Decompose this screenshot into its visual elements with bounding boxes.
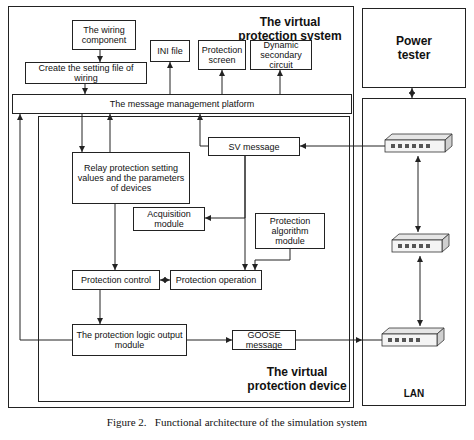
box-label: Power tester	[388, 34, 440, 62]
connector-arrow	[245, 156, 246, 270]
connector-arrow	[20, 114, 72, 340]
box-label: GOOSE message	[235, 330, 293, 350]
connector-arrow	[170, 62, 171, 94]
module-box: Protection algorithm module	[255, 213, 325, 249]
connector-arrow	[222, 70, 223, 94]
box-label: The wiring component	[75, 25, 133, 45]
connector-arrow	[187, 340, 232, 341]
box-label: Create the setting file of wiring	[28, 63, 144, 83]
connector-arrow	[82, 114, 83, 152]
connector-arrow	[200, 114, 208, 146]
module-box: Protection operation	[170, 270, 262, 290]
output-box: Protection screen	[198, 40, 246, 70]
network-area: LAN	[362, 98, 466, 406]
system-boundary: The virtual protection system The wiring …	[8, 6, 354, 408]
connector-arrow	[160, 280, 170, 281]
figure-caption: Figure 2. Functional architecture of the…	[0, 416, 474, 428]
module-box: Acquisition module	[133, 207, 205, 231]
equipment-box: Power tester	[362, 8, 466, 88]
module-box: The protection logic output module	[72, 324, 187, 356]
box-label: Protection operation	[176, 275, 257, 285]
box-label: The protection logic output module	[75, 330, 184, 350]
box-label: Protection control	[81, 275, 151, 285]
box-label: Protection screen	[201, 45, 243, 65]
box-label: LAN	[363, 388, 465, 399]
device-boundary: The virtual protection device SV messageR…	[38, 116, 350, 402]
platform-bar: The message management platform	[12, 94, 352, 114]
connector-arrow	[412, 88, 413, 98]
process-box: Create the setting file of wiring	[25, 62, 147, 84]
box-label: Dynamic secondary circuit	[253, 40, 309, 70]
process-box: Relay protection setting values and the …	[72, 152, 190, 204]
message-box: GOOSE message	[232, 330, 296, 350]
box-label: Relay protection setting values and the …	[75, 163, 187, 193]
connector-arrow	[280, 70, 281, 94]
output-box: Dynamic secondary circuit	[250, 40, 312, 70]
box-label: The virtual protection device	[247, 365, 347, 393]
connector-arrow	[255, 249, 290, 270]
connector-arrow	[300, 146, 362, 147]
box-label: The message management platform	[110, 99, 255, 109]
connector-arrow	[85, 84, 86, 94]
box-label: Protection algorithm module	[258, 216, 322, 246]
connector-arrow	[100, 50, 101, 62]
connector-arrow	[110, 114, 111, 152]
connector-arrow	[205, 156, 245, 218]
box-label: Acquisition module	[136, 209, 202, 229]
module-box: Protection control	[72, 270, 160, 290]
box-label: The virtual protection system	[231, 15, 349, 43]
output-box: INI file	[150, 40, 190, 62]
box-label: SV message	[228, 142, 279, 152]
connector-arrow	[115, 204, 116, 270]
connector-arrow	[100, 290, 101, 324]
message-box: SV message	[208, 137, 300, 156]
process-box: The wiring component	[72, 20, 136, 50]
box-label: INI file	[157, 46, 183, 56]
connector-arrow	[296, 340, 362, 341]
